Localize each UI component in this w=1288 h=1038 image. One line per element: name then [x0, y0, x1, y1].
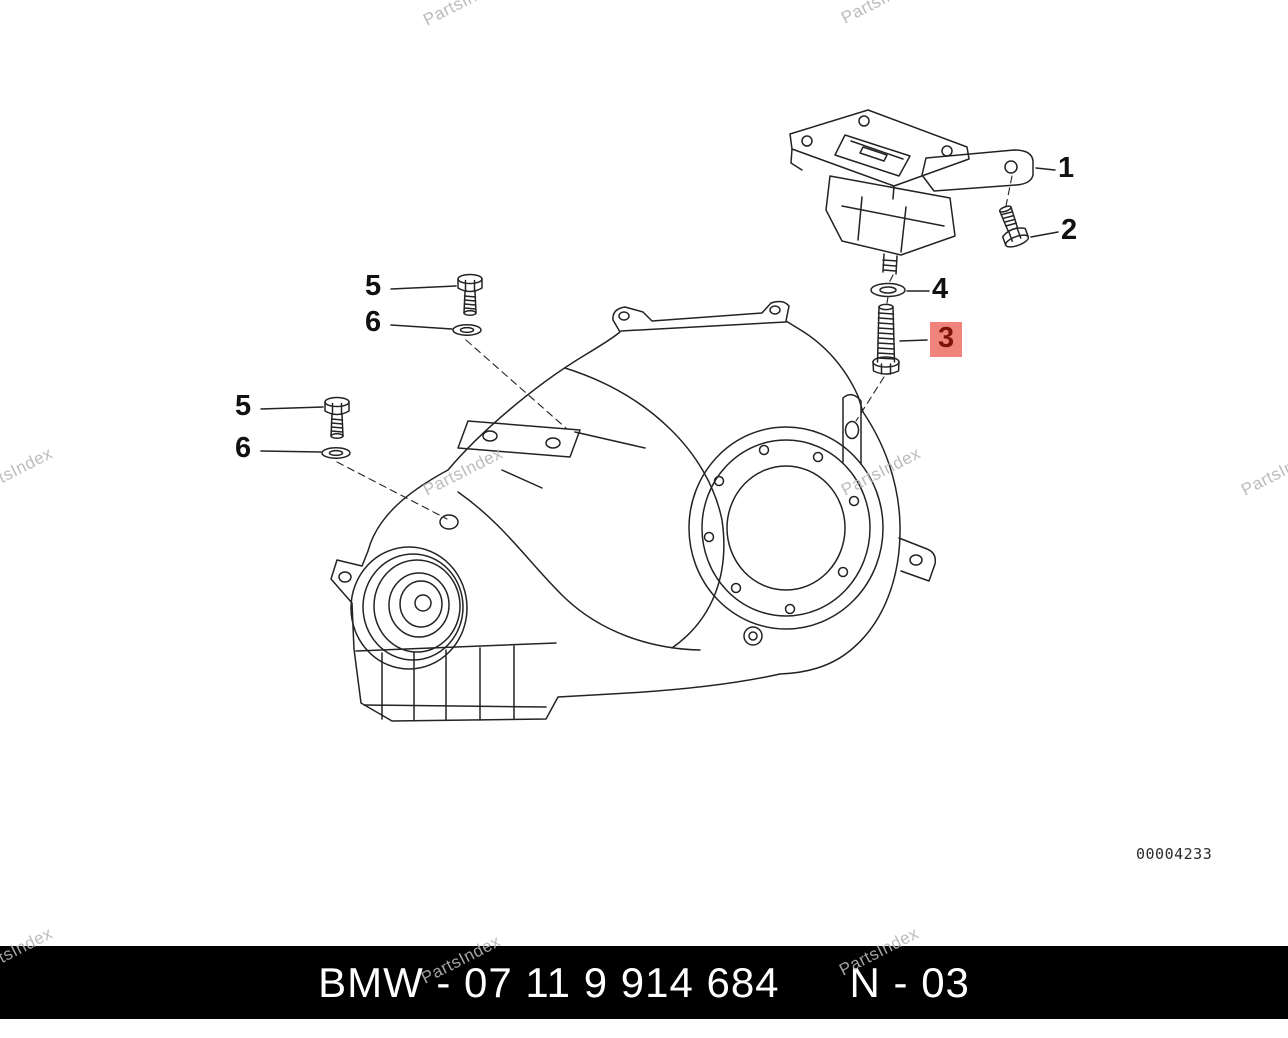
- bolt-2-drawing: [992, 202, 1031, 251]
- callout-leader-lines: [260, 167, 1059, 453]
- drawing-number: 00004233: [1136, 845, 1213, 863]
- footer-bar: BMW - 07 11 9 914 684 N - 03: [0, 946, 1288, 1019]
- parts-diagram-drawing: [260, 109, 1059, 722]
- rubber-mount-bracket-drawing: [789, 109, 1034, 275]
- bolt-5-lower-drawing: [324, 396, 350, 439]
- callout-5-upper[interactable]: 5: [365, 270, 382, 302]
- footer-brand-part-number: BMW - 07 11 9 914 684: [318, 958, 780, 1006]
- callout-2[interactable]: 2: [1061, 214, 1078, 246]
- callout-3-highlighted[interactable]: 3: [930, 322, 963, 357]
- callout-4[interactable]: 4: [932, 273, 949, 305]
- washer-6-upper-drawing: [452, 324, 482, 336]
- differential-housing-drawing: [330, 300, 937, 722]
- bolt-3-drawing: [872, 303, 900, 375]
- bolt-5-upper-drawing: [457, 273, 483, 316]
- assembly-axis-lines: [336, 175, 1013, 520]
- washer-4-drawing: [870, 282, 906, 298]
- callout-6-upper[interactable]: 6: [365, 306, 382, 338]
- footer-revision-code: N - 03: [849, 958, 970, 1006]
- washer-6-lower-drawing: [321, 447, 351, 459]
- callout-6-lower[interactable]: 6: [235, 432, 252, 464]
- callout-1[interactable]: 1: [1058, 152, 1075, 184]
- callout-5-lower[interactable]: 5: [235, 390, 252, 422]
